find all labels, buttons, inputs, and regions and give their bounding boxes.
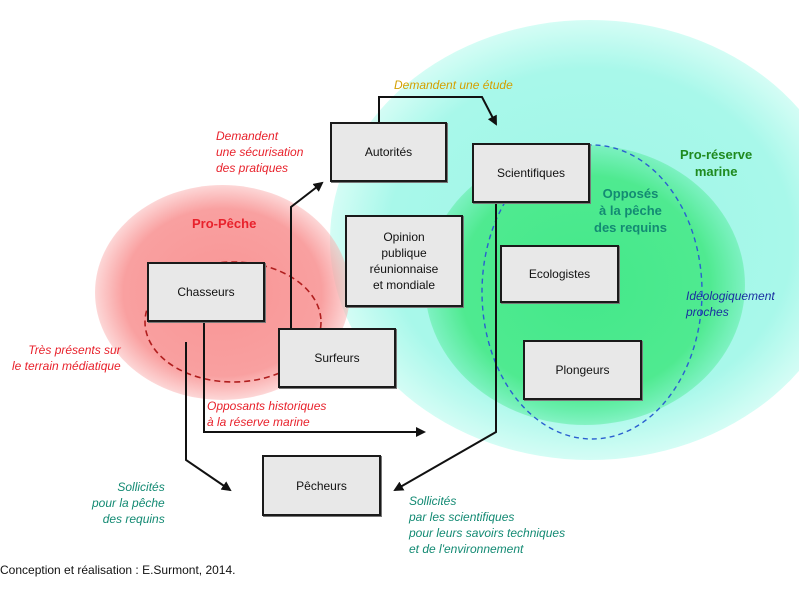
node-label: Opinion [383,230,425,244]
node-plongeurs: Plongeurs [523,340,642,400]
node-chasseurs: Chasseurs [147,262,265,322]
arrow-chasseurs-reserve [203,322,426,437]
node-label: Surfeurs [314,351,360,365]
arrow-chasseurs-pecheurs [185,342,232,492]
node-label: réunionnaise [369,262,439,276]
annotation-text: à la réserve marine [207,415,310,429]
arrow-surfeurs-autorites [290,181,324,328]
group-label: des requins [594,220,667,235]
arrow-scientifiques-pecheurs [393,195,497,491]
annotation-opposants-historiques: Opposants historiques à la réserve marin… [207,398,326,430]
group-opposes: Opposés à la pêche des requins [594,185,667,236]
annotation-text: pour la pêche [92,496,165,510]
group-label: Pro-Pêche [192,216,257,231]
annotation-text: Opposants historiques [207,399,327,413]
annotation-ideologiquement: Idéologiquement proches [686,288,775,320]
annotation-text: pour leurs savoirs techniques [409,526,566,540]
node-label: Ecologistes [528,267,591,281]
node-ecologistes: Ecologistes [500,245,619,303]
group-label: Opposés [602,186,659,201]
node-label: Scientifiques [496,166,566,180]
node-opinion: Opinion publique réunionnaise et mondial… [345,215,463,307]
node-label: Autorités [364,145,413,159]
node-pecheurs: Pêcheurs [262,455,381,516]
group-pro-reserve: Pro-réserve marine [680,146,752,180]
node-autorites: Autorités [330,122,447,182]
annotation-demandent-securisation: Demandent une sécurisation des pratiques [216,128,303,176]
annotation-sollicites-scientifiques: Sollicités par les scientifiques pour le… [409,493,565,557]
annotation-tres-presents: Très présents sur le terrain médiatique [12,342,121,374]
annotation-text: et de l'environnement [409,542,524,556]
group-label: Pro-réserve [680,147,753,162]
annotation-text: Demandent une étude [394,78,513,92]
node-label: Pêcheurs [296,478,347,493]
annotation-text: des requins [102,512,165,526]
annotation-text: Très présents sur [28,343,121,357]
group-label: marine [694,164,738,179]
annotation-demandent-etude: Demandent une étude [394,77,513,93]
node-label: publique [381,246,427,260]
annotation-text: par les scientifiques [409,510,515,524]
credit-line: Conception et réalisation : E.Surmont, 2… [0,563,236,577]
annotation-text: proches [686,305,729,319]
annotation-text: le terrain médiatique [12,359,121,373]
annotation-text: Sollicités [409,494,457,508]
group-pro-peche: Pro-Pêche [192,215,256,232]
annotation-sollicites-peche: Sollicités pour la pêche des requins [92,479,165,527]
node-label: Chasseurs [177,285,235,299]
annotation-text: Demandent [216,129,279,143]
annotation-text: Sollicités [117,480,165,494]
ideologique-dashed-ellipse [481,144,703,440]
annotation-text: une sécurisation [216,145,304,159]
node-label: et mondiale [372,278,436,292]
annotation-text: Idéologiquement [686,289,775,303]
group-label: à la pêche [599,203,662,218]
arrow-autorites-scientifiques [378,96,497,126]
node-scientifiques: Scientifiques [472,143,590,203]
node-surfeurs: Surfeurs [278,328,396,388]
annotation-text: des pratiques [216,161,289,175]
node-label: Plongeurs [555,363,610,377]
